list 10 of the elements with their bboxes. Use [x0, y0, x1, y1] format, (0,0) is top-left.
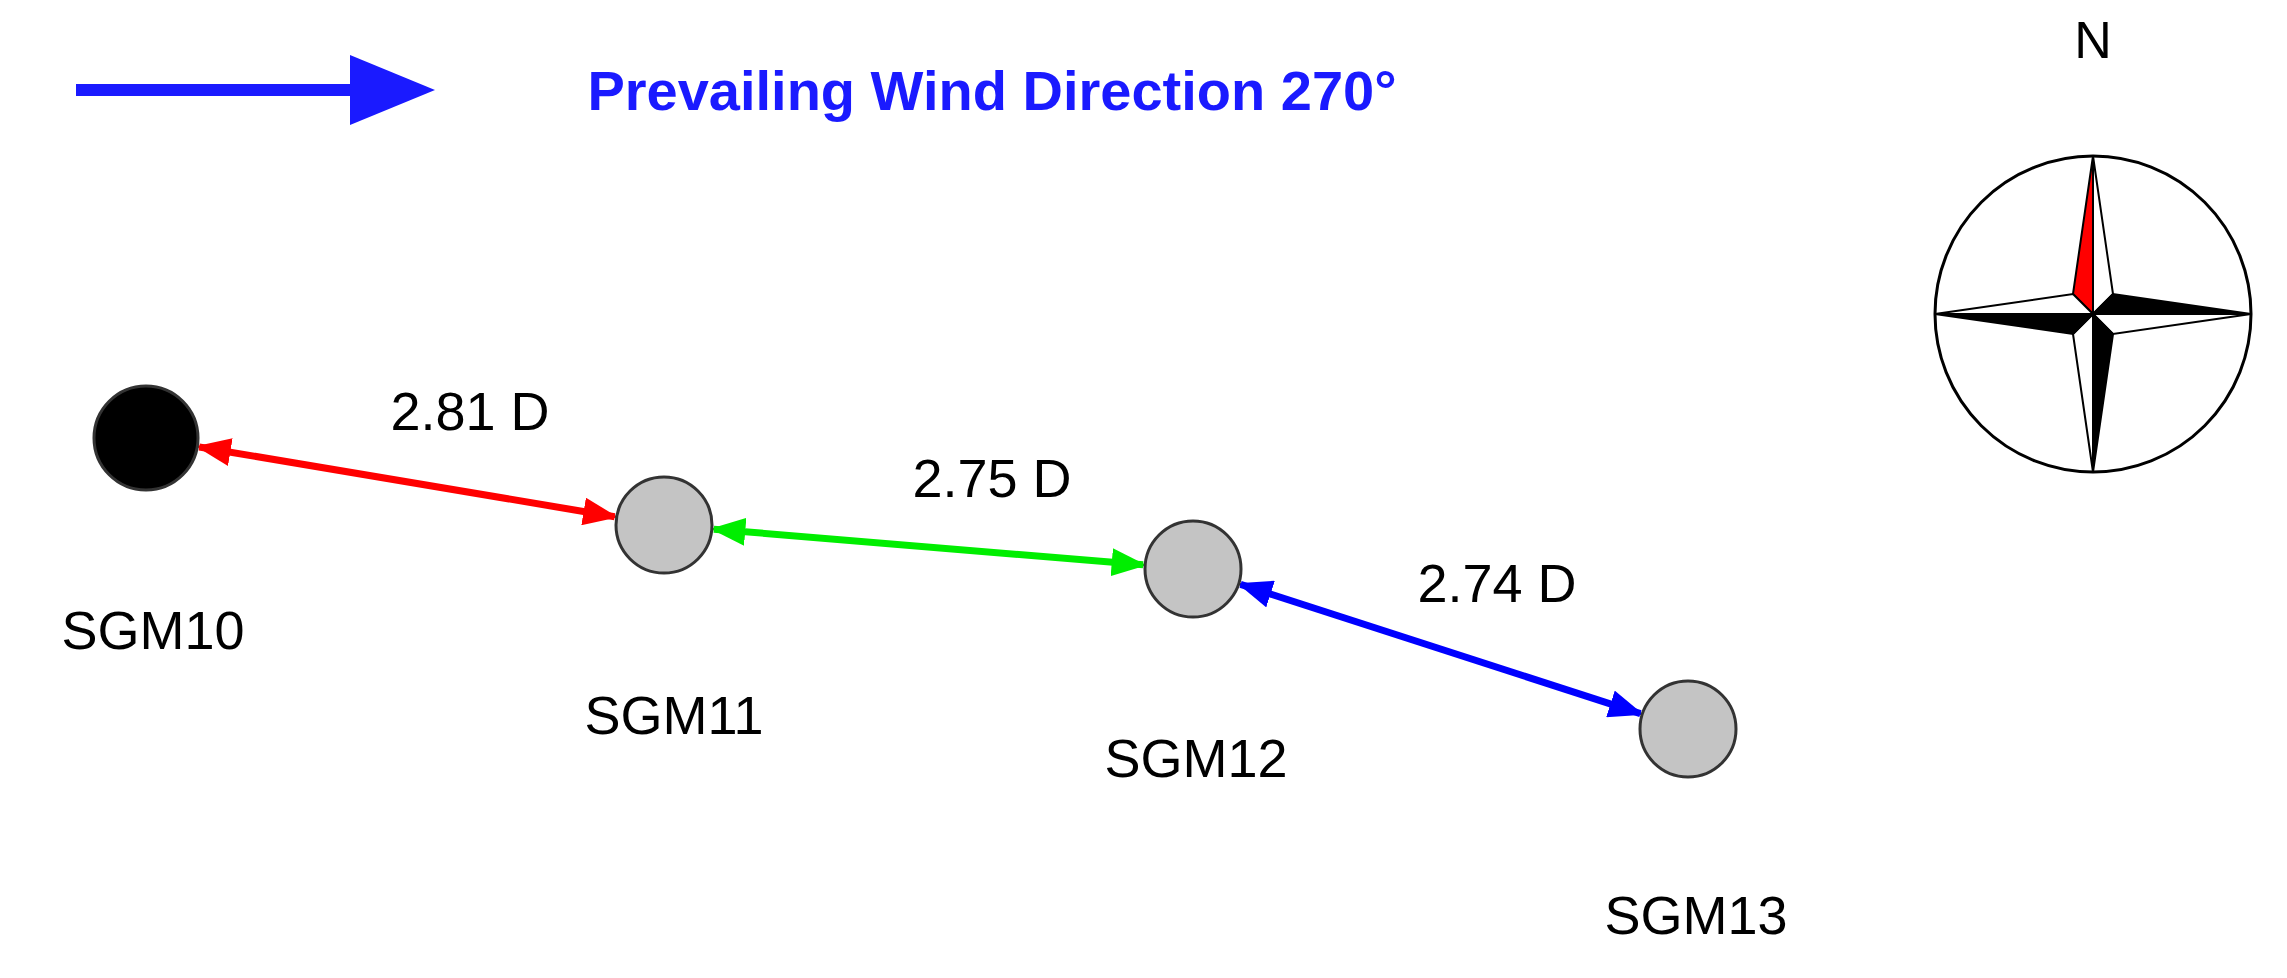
turbine-label: SGM13 — [1604, 884, 1788, 946]
distance-label: 2.75 D — [912, 447, 1072, 509]
turbine-label: SGM10 — [61, 599, 245, 661]
north-label: N — [2074, 10, 2112, 70]
turbine-label: SGM11 — [584, 684, 764, 746]
distance-label: 2.74 D — [1417, 552, 1577, 614]
arrow — [1237, 580, 1644, 718]
turbine-label: SGM12 — [1104, 727, 1288, 789]
wind-direction-label: Prevailing Wind Direction 270° — [587, 57, 1397, 123]
distance-label: 2.81 D — [390, 380, 550, 442]
